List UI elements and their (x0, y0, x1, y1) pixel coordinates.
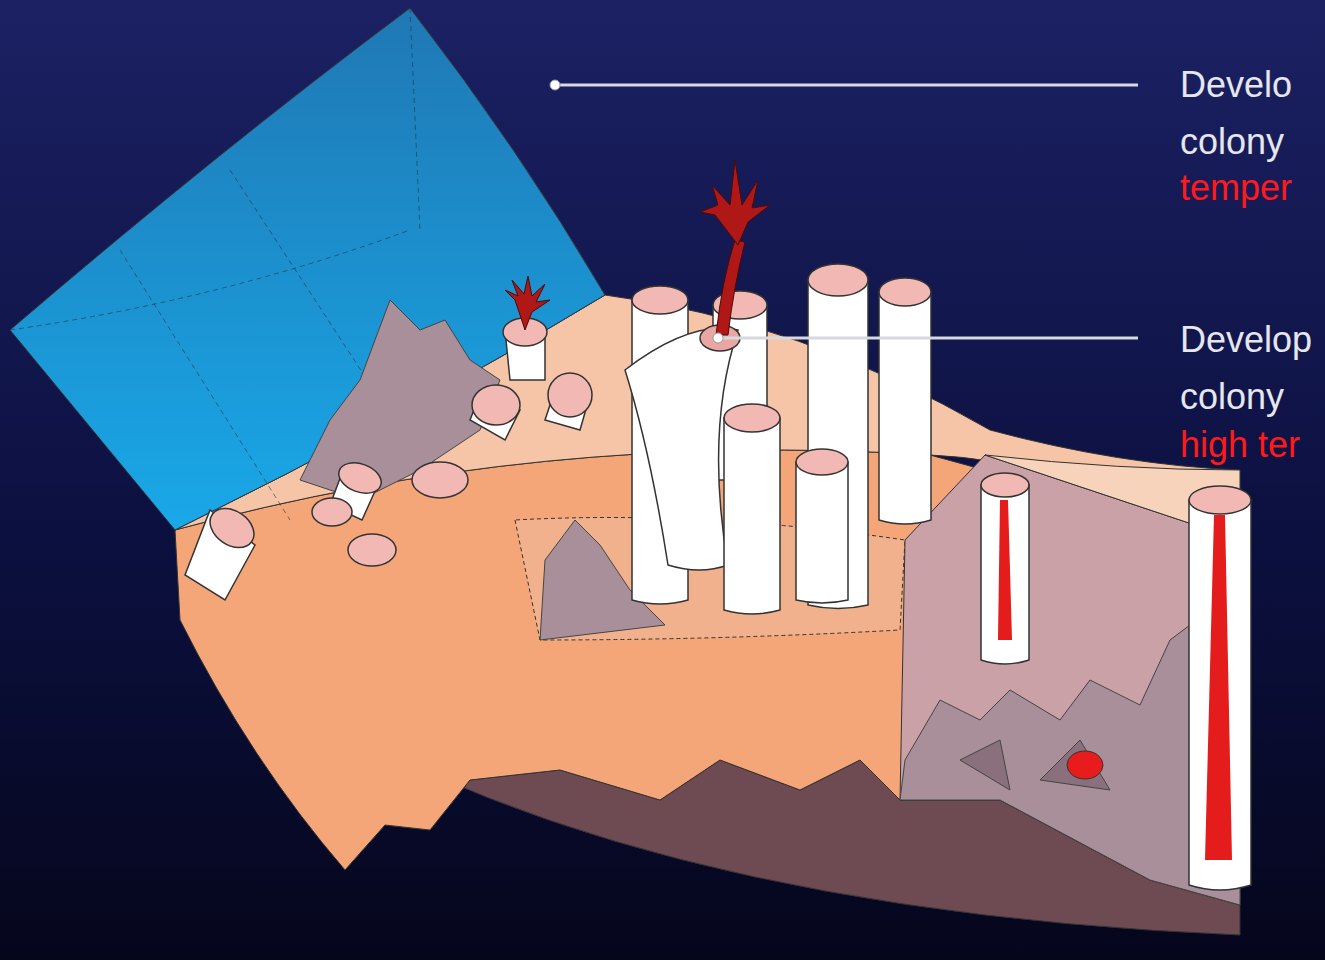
leader-line (550, 80, 1138, 343)
callout-label: temper (1180, 167, 1292, 209)
callout-label: colony (1180, 121, 1284, 163)
callout-label: high ter (1180, 424, 1300, 466)
callout-label: colony (1180, 376, 1284, 418)
callout-label: Develo (1180, 64, 1292, 106)
callout-label: Develop (1180, 319, 1312, 361)
